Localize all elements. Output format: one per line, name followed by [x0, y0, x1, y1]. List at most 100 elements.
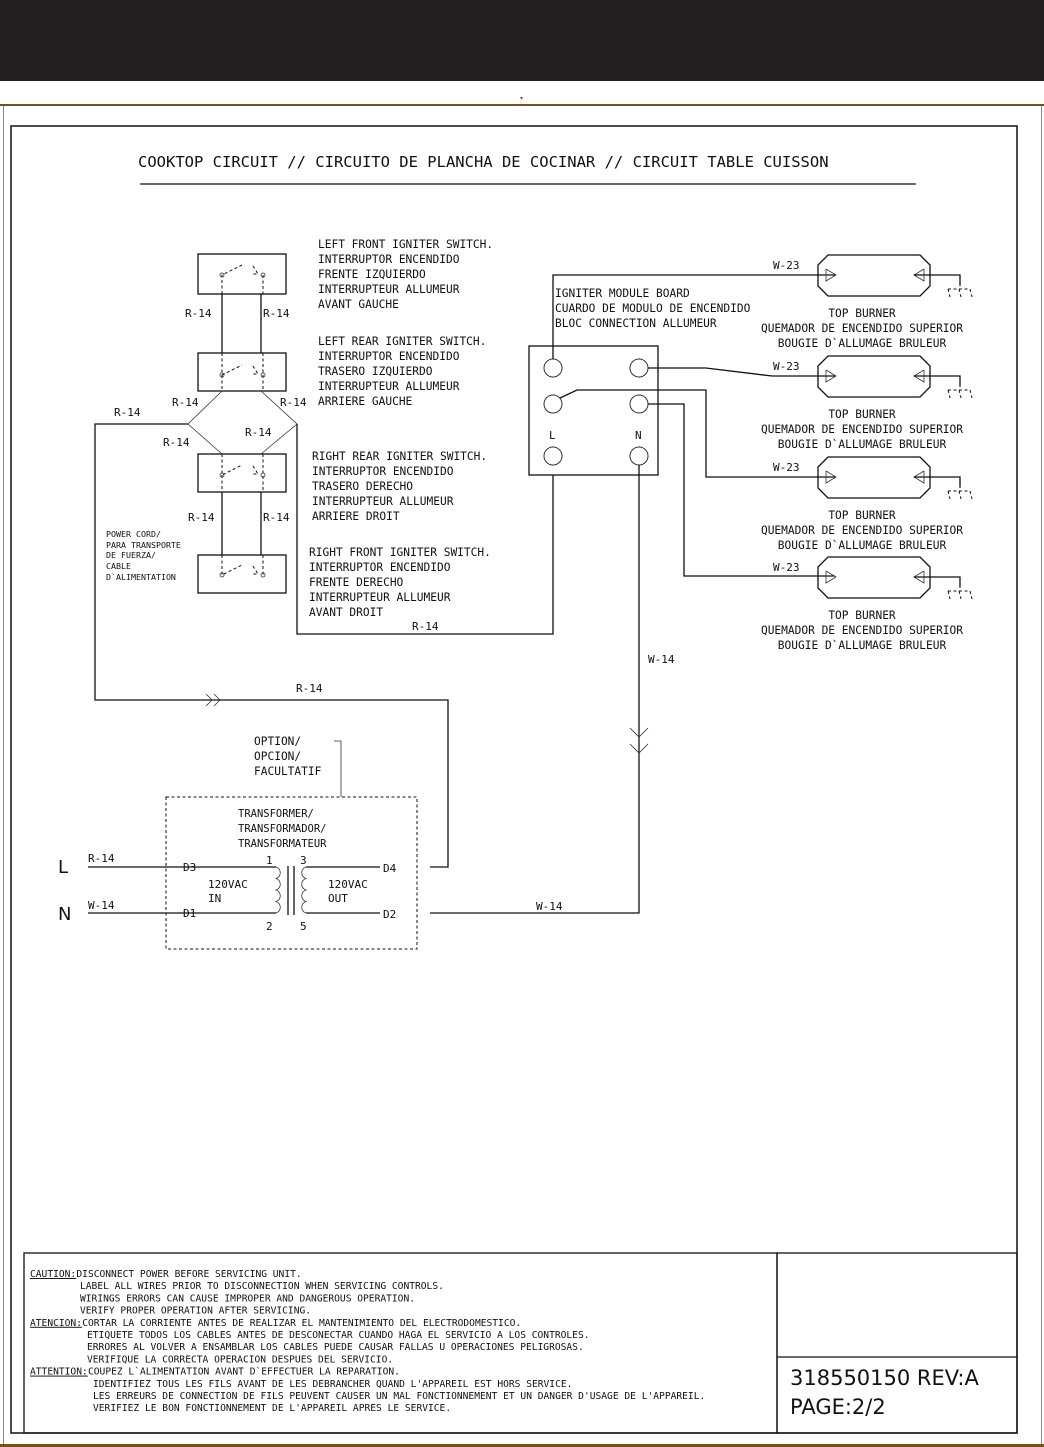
switch-left-front [197, 253, 287, 295]
title-block: 318550150 REV:A PAGE:2/2 [776, 1252, 1018, 1434]
svg-text:3: 3 [300, 854, 307, 867]
svg-text:RIGHT REAR IGNITER SWITCH.: RIGHT REAR IGNITER SWITCH. [312, 450, 487, 463]
burner-label: BOUGIE D`ALLUMAGE BRULEUR [778, 438, 947, 451]
svg-text:N: N [58, 904, 71, 925]
wire-label-w14: W-14 [648, 653, 675, 666]
svg-text:CABLE: CABLE [106, 561, 131, 571]
svg-text:TRASERO DERECHO: TRASERO DERECHO [312, 480, 413, 493]
svg-text:R-14: R-14 [245, 426, 272, 439]
note-line: VERIFIEZ LE BON FONCTIONNEMENT DE L'APPA… [93, 1403, 451, 1414]
connector-icon [629, 727, 649, 754]
burner-label: BOUGIE D`ALLUMAGE BRULEUR [778, 539, 947, 552]
svg-text:L: L [549, 429, 556, 442]
switch-contact-icon [219, 264, 266, 294]
wire-label-w23: W-23 [773, 561, 800, 574]
svg-text:R-14: R-14 [263, 307, 290, 320]
burner-label: QUEMADOR DE ENCENDIDO SUPERIOR [761, 624, 963, 637]
svg-text:R-14: R-14 [163, 436, 190, 449]
ground-icon [947, 384, 973, 399]
wire-labels-r14: R-14 R-14 R-14 R-14 R-14 R-14 R-14 R-14 … [114, 307, 439, 695]
svg-text:L: L [58, 857, 68, 878]
svg-text:OUT: OUT [328, 892, 348, 905]
svg-text:DE FUERZA/: DE FUERZA/ [106, 550, 156, 560]
option-label: OPTION/ OPCION/ FACULTATIF [254, 735, 342, 797]
svg-text:R-14: R-14 [114, 406, 141, 419]
svg-text:INTERRUPTOR ENCENDIDO: INTERRUPTOR ENCENDIDO [312, 465, 454, 478]
burner-label: QUEMADOR DE ENCENDIDO SUPERIOR [761, 322, 963, 335]
svg-text:R-14: R-14 [412, 620, 439, 633]
svg-text:FRENTE IZQUIERDO: FRENTE IZQUIERDO [318, 268, 426, 281]
viewer-top-bar [0, 0, 1044, 81]
svg-text:TRANSFORMADOR/: TRANSFORMADOR/ [238, 823, 327, 835]
burner-label: QUEMADOR DE ENCENDIDO SUPERIOR [761, 524, 963, 537]
drawing-sheet [3, 106, 1042, 1444]
svg-text:OPCION/: OPCION/ [254, 750, 301, 763]
note-heading: ATTENTION: [30, 1367, 88, 1378]
part-number: 318550150 REV:A [790, 1366, 980, 1390]
line-input: L N R-14 W-14 W-14 [58, 852, 563, 925]
svg-text:N: N [635, 429, 642, 442]
note-line: ERRORES AL VOLVER A ENSAMBLAR LOS CABLES… [87, 1342, 584, 1353]
page-number: PAGE:2/2 [790, 1395, 886, 1419]
svg-text:ARRIERE DROIT: ARRIERE DROIT [312, 510, 400, 523]
svg-text:1: 1 [266, 854, 273, 867]
page-top-border [0, 104, 1044, 106]
transformer-coil-icon [178, 866, 380, 915]
electrode-icon [825, 570, 837, 584]
svg-text:AVANT DROIT: AVANT DROIT [309, 606, 383, 619]
svg-text:INTERRUPTEUR ALLUMEUR: INTERRUPTEUR ALLUMEUR [318, 380, 460, 393]
svg-text:INTERRUPTEUR ALLUMEUR: INTERRUPTEUR ALLUMEUR [318, 283, 460, 296]
module-terminal [543, 358, 563, 378]
diagram-title: COOKTOP CIRCUIT // CIRCUITO DE PLANCHA D… [138, 153, 829, 171]
note-line: CORTAR LA CORRIENTE ANTES DE REALIZAR EL… [82, 1318, 521, 1329]
wire-label-w23: W-23 [773, 461, 800, 474]
switch-right-rear [197, 453, 287, 493]
svg-text:AVANT GAUCHE: AVANT GAUCHE [318, 298, 399, 311]
svg-text:LEFT FRONT IGNITER SWITCH.: LEFT FRONT IGNITER SWITCH. [318, 238, 493, 251]
svg-text:120VAC: 120VAC [328, 878, 368, 891]
note-line: LABEL ALL WIRES PRIOR TO DISCONNECTION W… [80, 1281, 444, 1292]
switch-harness-wires [94, 294, 554, 868]
note-line: DISCONNECT POWER BEFORE SERVICING UNIT. [76, 1269, 301, 1280]
igniter-module-board: L N [528, 345, 659, 476]
module-terminal [543, 394, 563, 414]
switch-contact-icon [219, 555, 266, 578]
burner-label: QUEMADOR DE ENCENDIDO SUPERIOR [761, 423, 963, 436]
svg-text:IGNITER MODULE BOARD: IGNITER MODULE BOARD [555, 287, 690, 300]
svg-text:TRANSFORMATEUR: TRANSFORMATEUR [238, 838, 327, 850]
svg-text:TRANSFORMER/: TRANSFORMER/ [238, 808, 314, 820]
switch-label-left-rear: LEFT REAR IGNITER SWITCH. INTERRUPTOR EN… [318, 335, 486, 408]
note-line: COUPEZ L`ALIMENTATION AVANT D`EFFECTUER … [88, 1366, 400, 1378]
svg-text:R-14: R-14 [263, 511, 290, 524]
svg-text:120VAC: 120VAC [208, 878, 248, 891]
switch-label-right-rear: RIGHT REAR IGNITER SWITCH. INTERRUPTOR E… [312, 450, 487, 523]
note-line: LES ERREURS DE CONNECTION DE FILS PEUVEN… [93, 1391, 705, 1402]
ground-icon [947, 283, 973, 298]
module-terminal-l [543, 446, 563, 466]
svg-text:INTERRUPTOR ENCENDIDO: INTERRUPTOR ENCENDIDO [318, 350, 460, 363]
module-label: IGNITER MODULE BOARD CUARDO DE MODULO DE… [555, 287, 751, 330]
note-heading: ATENCION: [30, 1318, 82, 1329]
switch-right-front [197, 554, 287, 594]
svg-text:RIGHT FRONT IGNITER SWITCH.: RIGHT FRONT IGNITER SWITCH. [309, 546, 491, 559]
svg-text:5: 5 [300, 920, 307, 933]
note-line: ETIQUETE TODOS LOS CABLES ANTES DE DESCO… [87, 1330, 590, 1341]
page-bottom-border [0, 1444, 1044, 1447]
burner-label: TOP BURNER [828, 509, 896, 522]
note-line: VERIFIQUE LA CORRECTA OPERACION DESPUES … [87, 1354, 393, 1365]
svg-text:R-14: R-14 [188, 511, 215, 524]
note-heading: CAUTION: [30, 1269, 76, 1280]
power-cord-label: POWER CORD/ PARA TRANSPORTE DE FUERZA/ C… [106, 529, 181, 582]
module-terminal [629, 394, 649, 414]
burner-label: TOP BURNER [828, 609, 896, 622]
note-line: VERIFY PROPER OPERATION AFTER SERVICING. [80, 1306, 311, 1317]
note-line: WIRINGS ERRORS CAN CAUSE IMPROPER AND DA… [80, 1293, 415, 1304]
svg-text:POWER CORD/: POWER CORD/ [106, 529, 161, 539]
svg-text:INTERRUPTOR ENCENDIDO: INTERRUPTOR ENCENDIDO [318, 253, 460, 266]
switch-label-left-front: LEFT FRONT IGNITER SWITCH. INTERRUPTOR E… [318, 238, 493, 311]
svg-text:PARA TRANSPORTE: PARA TRANSPORTE [106, 540, 181, 550]
svg-text:IN: IN [208, 892, 221, 905]
